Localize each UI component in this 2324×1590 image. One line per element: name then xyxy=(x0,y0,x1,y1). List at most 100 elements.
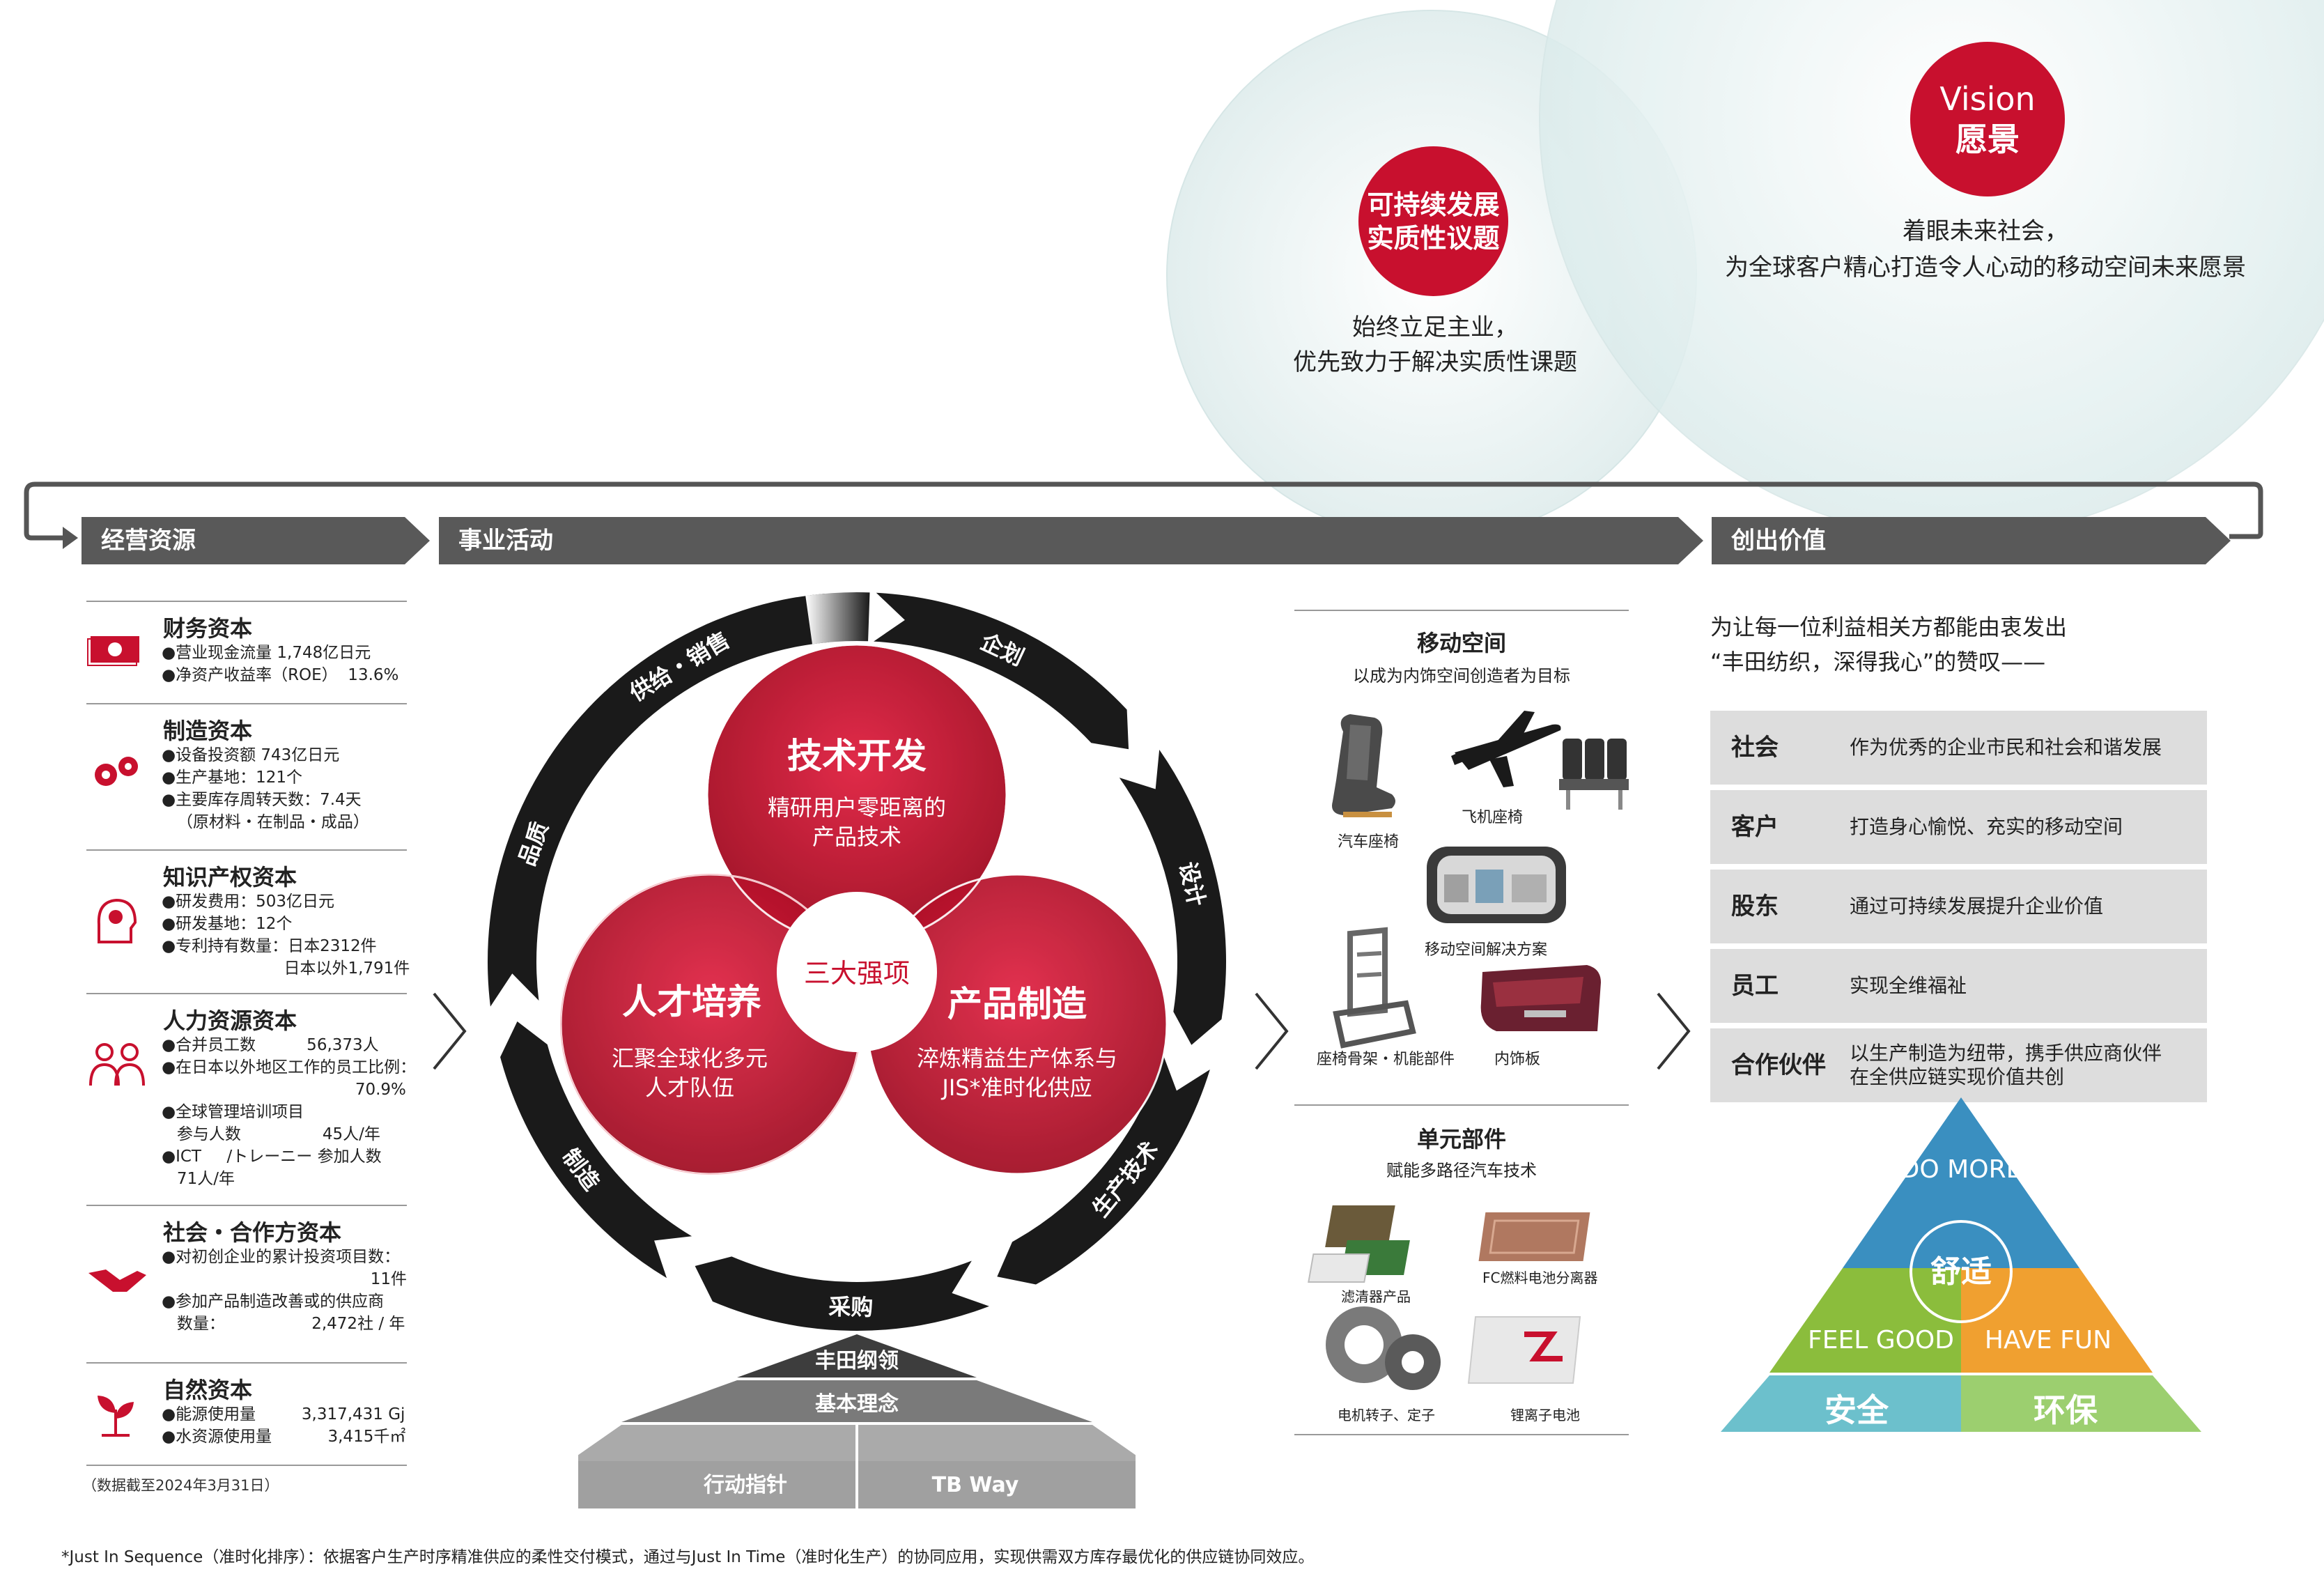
resource-title: 财务资本 xyxy=(163,615,253,642)
resource-title: 人力资源资本 xyxy=(163,1008,297,1034)
unit-parts-illustration xyxy=(1308,1205,1590,1390)
pyramid-eco: 环保 xyxy=(2034,1391,2098,1429)
resource-line: 数量： 2,472社 / 年 xyxy=(162,1315,405,1333)
vision-badge-line2: 愿景 xyxy=(1955,121,2020,158)
comfort-cycle-icon xyxy=(1909,1220,2013,1323)
cycle-fade-segment xyxy=(805,592,870,645)
venn-center-label: 三大强项 xyxy=(804,958,910,989)
tech-line2: 产品技术 xyxy=(812,824,901,850)
resources-note: （数据截至2024年3月31日） xyxy=(82,1477,279,1494)
header-resources: 经营资源 xyxy=(82,517,430,564)
stakeholder-row: 社会 作为优秀的企业市民和社会和谐发展 xyxy=(1710,711,2207,790)
idea-head-icon xyxy=(97,898,137,943)
talent-title: 人才培养 xyxy=(622,982,761,1022)
resource-line: ●专利持有数量：日本2312件 xyxy=(162,937,377,955)
unit-sub: 赋能多路径汽车技术 xyxy=(1386,1161,1537,1180)
resource-divider xyxy=(86,1362,407,1364)
product-label-aircraft-seat: 飞机座椅 xyxy=(1462,809,1524,826)
pyramid-comfort: 舒适 xyxy=(1930,1254,1992,1290)
value-intro-line1: 为让每一位利益相关方都能由衷发出 xyxy=(1710,614,2068,640)
pyramid-middle-label: 基本理念 xyxy=(815,1392,899,1417)
value-pyramid: DO MORE 舒适 FEEL GOOD HAVE FUN 安全 环保 xyxy=(1721,1097,2201,1432)
sustainability-badge: 可持续发展 实质性议题 xyxy=(1358,146,1508,296)
tech-line1: 精研用户零距离的 xyxy=(768,794,946,821)
pyramid-feel-good: FEEL GOOD xyxy=(1808,1326,1954,1354)
sustain-text-line2: 优先致力于解决实质性课题 xyxy=(1293,348,1577,376)
resource-line: 参与人数 45人/年 xyxy=(162,1125,380,1143)
value-intro: 为让每一位利益相关方都能由衷发出 “丰田纺织，深得我心”的赞叹—— xyxy=(1710,610,2212,679)
pyramid-right-label: TB Way xyxy=(932,1473,1019,1497)
resource-line: ●设备投资额 743亿日元 xyxy=(162,746,340,764)
cycle-segment xyxy=(488,689,645,1007)
footnote: *Just In Sequence（准时化排序）：依据客户生产时序精准供应的柔性… xyxy=(61,1548,1315,1566)
stakeholder-label: 社会 xyxy=(1731,734,1779,762)
filter-icon xyxy=(1308,1205,1410,1283)
product-label-mobility-space: 移动空间解决方案 xyxy=(1425,941,1548,959)
header-value: 创出价值 xyxy=(1712,517,2231,564)
vision-text-line1: 着眼未来社会， xyxy=(1903,217,2068,245)
cycle-segment xyxy=(874,592,1129,750)
resource-divider xyxy=(86,601,407,602)
mfg-line2: JIS*准时化供应 xyxy=(940,1074,1092,1101)
product-label-door-trim: 内饰板 xyxy=(1494,1051,1541,1068)
cycle-segment xyxy=(1119,750,1227,1045)
cycle-segment-label: 采购 xyxy=(828,1293,874,1320)
stakeholder-desc: 通过可持续发展提升企业价值 xyxy=(1850,895,2104,918)
stakeholder-label: 股东 xyxy=(1731,893,1779,920)
cycle-segment xyxy=(500,1021,692,1279)
resource-line: ●ICT /トレーニー 参加人数 xyxy=(162,1148,382,1166)
car-seat-icon xyxy=(1332,714,1395,817)
resource-divider xyxy=(86,1205,407,1206)
pyramid-have-fun: HAVE FUN xyxy=(1985,1326,2112,1354)
stakeholder-row: 股东 通过可持续发展提升企业价值 xyxy=(1710,870,2207,949)
products-divider-mid xyxy=(1294,1104,1629,1106)
resource-title: 知识产权资本 xyxy=(163,864,297,890)
seat-frame-icon xyxy=(1333,927,1416,1049)
resource-line: ●生产基地：121个 xyxy=(162,769,302,787)
resource-line: ●参加产品制造改善或的供应商 xyxy=(162,1292,385,1311)
resource-line: ●营业现金流量 1,748亿日元 xyxy=(162,644,371,662)
resource-line: ●全球管理培训项目 xyxy=(162,1103,304,1121)
chevron-right-icon xyxy=(1255,992,1289,1070)
resource-line: （原材料・在制品・成品） xyxy=(162,813,369,831)
resource-line: 70.9% xyxy=(162,1081,406,1099)
unit-label-motor: 电机转子、定子 xyxy=(1338,1407,1435,1423)
header-business: 事业活动 xyxy=(439,517,1703,564)
stakeholder-desc: 作为优秀的企业市民和社会和谐发展 xyxy=(1850,736,2162,759)
pyramid-left-label: 行动指针 xyxy=(703,1473,787,1497)
talent-line2: 人才队伍 xyxy=(645,1074,734,1101)
resource-divider xyxy=(86,849,407,851)
value-intro-line2: “丰田纺织，深得我心”的赞叹—— xyxy=(1710,649,2046,675)
people-icon xyxy=(89,1043,145,1086)
airplane-seats-icon xyxy=(1559,739,1629,810)
vision-text-line2: 为全球客户精心打造令人心动的移动空间未来愿景 xyxy=(1725,254,2246,281)
stakeholder-label: 合作伙伴 xyxy=(1731,1051,1826,1079)
pyramid-do-more: DO MORE xyxy=(1900,1155,2022,1184)
unit-title: 单元部件 xyxy=(1416,1126,1506,1152)
resource-title: 社会・合作方资本 xyxy=(163,1219,342,1246)
resource-divider xyxy=(86,993,407,994)
pyramid-safety: 安全 xyxy=(1825,1391,1889,1429)
resource-line: ●研发基地：12个 xyxy=(162,915,293,933)
mobility-sub: 以成为内饰空间创造者为目标 xyxy=(1353,666,1570,686)
airplane-icon xyxy=(1451,711,1561,787)
products-divider-top xyxy=(1294,610,1629,611)
resource-line: ●在日本以外地区工作的员工比例： xyxy=(162,1058,417,1076)
talent-line1: 汇聚全球化多元 xyxy=(612,1045,768,1072)
mfg-title: 产品制造 xyxy=(947,984,1087,1024)
resource-title: 自然资本 xyxy=(163,1377,253,1403)
resource-line: ●合并员工数 56,373人 xyxy=(162,1036,379,1054)
mobility-space-icon xyxy=(1427,847,1566,923)
sustain-badge-line1: 可持续发展 xyxy=(1367,189,1500,220)
stakeholder-label: 客户 xyxy=(1731,813,1779,841)
fuel-cell-separator-icon xyxy=(1478,1212,1590,1261)
stakeholder-desc: 实现全维福祉 xyxy=(1850,974,1967,997)
sustain-badge-line2: 实质性议题 xyxy=(1367,222,1500,254)
motor-rotor-icon xyxy=(1326,1306,1441,1390)
resource-divider xyxy=(86,1465,407,1466)
mfg-line1: 淬炼精益生产体系与 xyxy=(917,1045,1117,1072)
stakeholder-row: 员工实现全维福祉 xyxy=(1710,949,2207,1028)
loop-connector xyxy=(24,481,2263,549)
gears-icon xyxy=(95,757,138,786)
stakeholder-desc: 打造身心愉悦、充实的移动空间 xyxy=(1850,815,2123,838)
